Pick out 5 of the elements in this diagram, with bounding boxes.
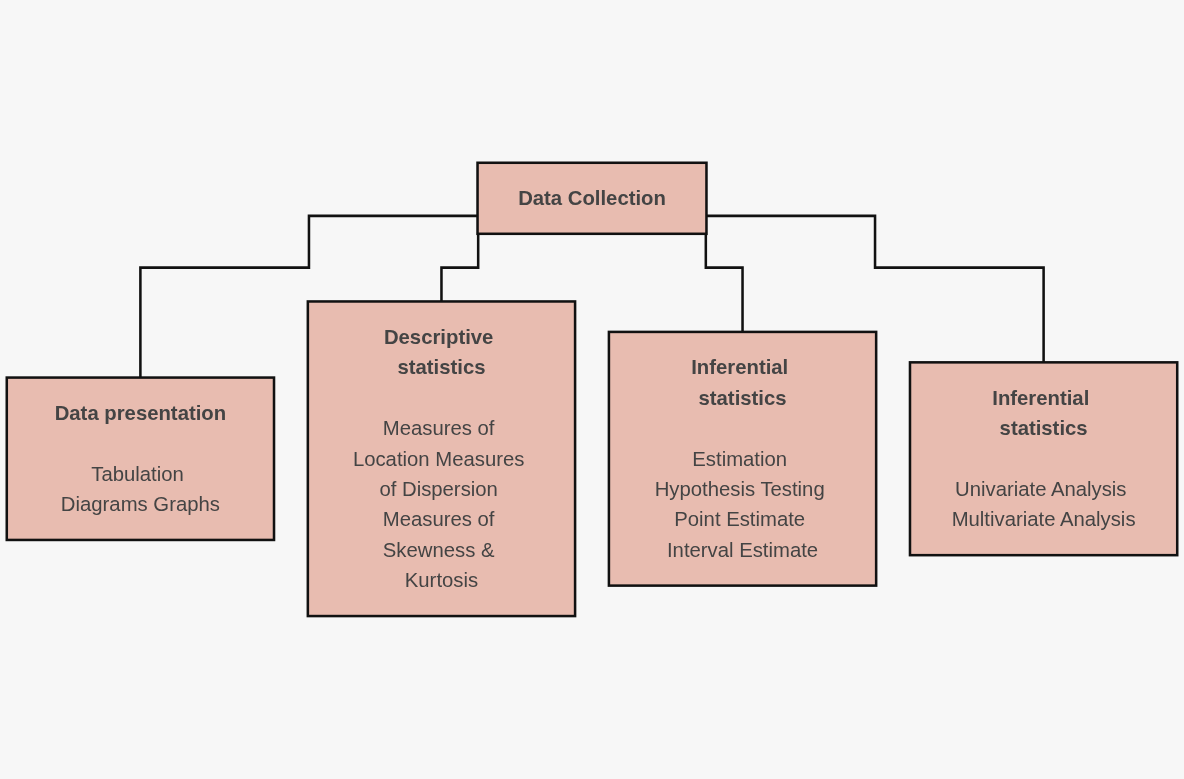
node-box: Inferential statistics Estimation Hypothesis Testing Point Estimate Interval Estimate (607, 330, 878, 587)
node-box: Inferential statistics Univariate Analysis Multivariate Analysis (908, 361, 1179, 557)
node-box: Data presentation Tabulation Diagrams Graphs (5, 376, 276, 542)
node-box: Data Collection (476, 161, 708, 236)
node-box: Descriptive statistics Measures of Location Measures of Dispersion Measures of Skewness & Kurtosis (306, 300, 577, 618)
